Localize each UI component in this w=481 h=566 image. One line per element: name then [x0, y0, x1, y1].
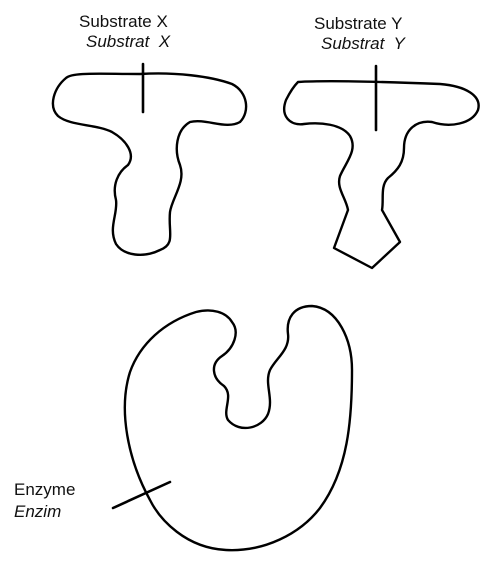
substrate-x-label-malay: Substrat X: [86, 32, 170, 52]
substrate-y-shape: [284, 81, 478, 268]
substrate-y-label: Substrate Y: [314, 14, 403, 34]
enzyme-label-malay: Enzim: [14, 502, 61, 522]
substrate-x-label: Substrate X: [79, 12, 168, 32]
enzyme-label: Enzyme: [14, 480, 75, 500]
substrate-y-label-malay: Substrat Y: [321, 34, 405, 54]
enzyme-pointer: [113, 482, 170, 508]
substrate-x-shape: [53, 73, 246, 254]
enzyme-shape: [125, 306, 352, 550]
